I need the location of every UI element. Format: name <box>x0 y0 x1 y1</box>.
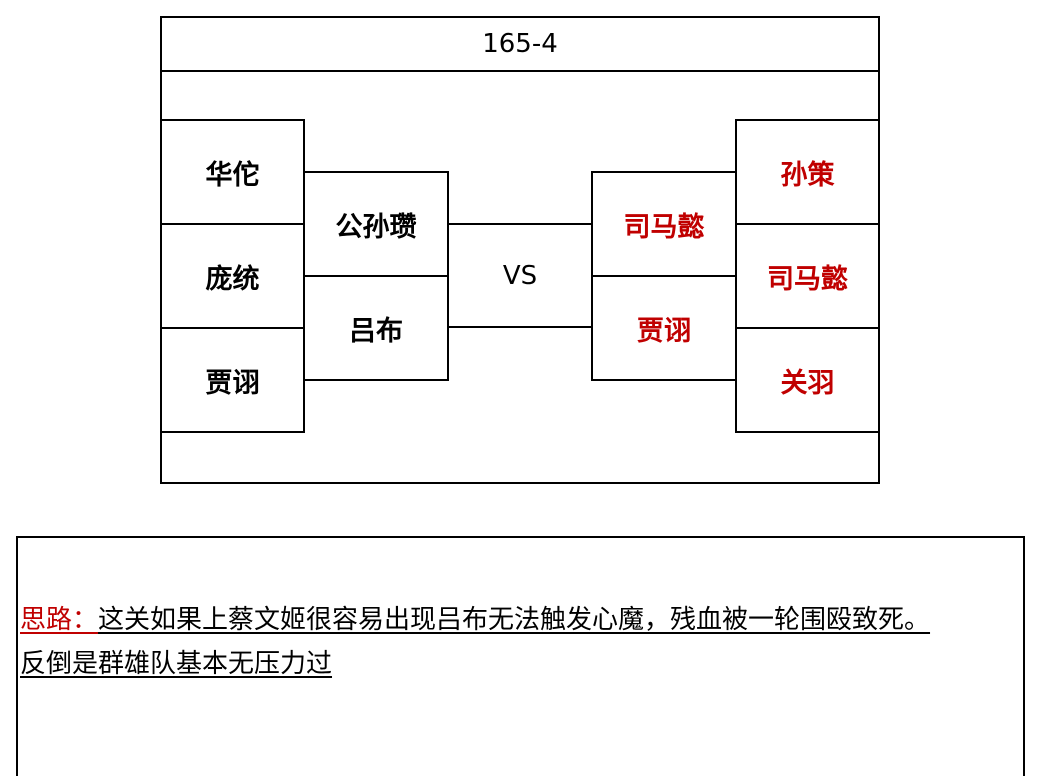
left-outer-hero-2: 庞统 <box>160 223 305 329</box>
left-inner-hero-1: 公孙瓒 <box>303 171 449 277</box>
connector-top <box>447 223 593 225</box>
right-outer-hero-3: 关羽 <box>735 327 880 433</box>
left-inner-hero-2: 吕布 <box>303 275 449 381</box>
right-outer-hero-2: 司马懿 <box>735 223 880 329</box>
left-outer-hero-3: 贾诩 <box>160 327 305 433</box>
right-inner-hero-1: 司马懿 <box>591 171 737 277</box>
connector-bottom <box>447 326 593 328</box>
note-box <box>16 536 1025 776</box>
note-label: 思路： <box>20 605 99 635</box>
left-outer-hero-1: 华佗 <box>160 119 305 225</box>
right-inner-hero-2: 贾诩 <box>591 275 737 381</box>
vs-label: VS <box>502 261 538 291</box>
note-line-2: 反倒是群雄队基本无压力过 <box>20 649 333 679</box>
strategy-note: 思路：这关如果上蔡文姬很容易出现吕布无法触发心魔，残血被一轮围殴致死。 反倒是群… <box>20 598 1020 686</box>
right-outer-hero-1: 孙策 <box>735 119 880 225</box>
stage-title: 165-4 <box>162 18 878 72</box>
note-line-1: 这关如果上蔡文姬很容易出现吕布无法触发心魔，残血被一轮围殴致死。 <box>98 605 931 635</box>
